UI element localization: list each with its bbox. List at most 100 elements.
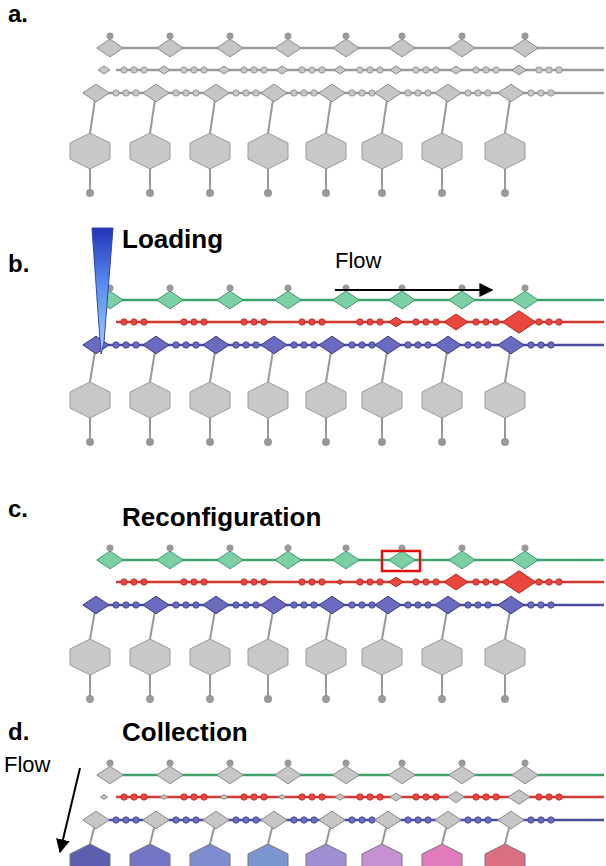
bead bbox=[405, 342, 411, 348]
bead bbox=[483, 579, 489, 585]
stem bbox=[89, 418, 91, 440]
bead bbox=[473, 579, 479, 585]
flow-arrow bbox=[335, 289, 492, 291]
subunit-diamond bbox=[83, 336, 109, 354]
stem bbox=[504, 169, 506, 191]
flow-label: Flow bbox=[4, 752, 50, 777]
bead bbox=[241, 319, 247, 325]
subunit-diamond bbox=[333, 39, 359, 57]
particle-hexagon bbox=[485, 844, 525, 866]
subunit-diamond bbox=[389, 577, 403, 587]
bead bbox=[301, 90, 307, 96]
bead bbox=[415, 342, 421, 348]
subunit-diamond bbox=[203, 84, 229, 102]
bead bbox=[131, 794, 137, 800]
stem bbox=[441, 169, 443, 191]
end-dot bbox=[501, 438, 509, 446]
bead bbox=[243, 602, 249, 608]
particle-hexagon bbox=[130, 639, 170, 675]
subunit-diamond bbox=[203, 811, 229, 829]
bead bbox=[485, 342, 491, 348]
bead bbox=[475, 90, 481, 96]
bead bbox=[233, 602, 239, 608]
bead bbox=[536, 67, 542, 73]
bead bbox=[528, 602, 534, 608]
bead bbox=[243, 90, 249, 96]
subunit-diamond bbox=[502, 571, 536, 593]
particle-hexagon bbox=[130, 133, 170, 169]
bead bbox=[433, 319, 439, 325]
subunit-diamond bbox=[157, 39, 183, 57]
bead bbox=[413, 319, 419, 325]
stem bbox=[149, 675, 151, 697]
bead bbox=[183, 90, 189, 96]
particle-hexagon bbox=[130, 844, 170, 866]
bead bbox=[291, 602, 297, 608]
bead bbox=[113, 817, 119, 823]
bead bbox=[241, 794, 247, 800]
bead bbox=[173, 90, 179, 96]
stem bbox=[504, 418, 506, 440]
stem bbox=[325, 418, 327, 440]
subunit-diamond bbox=[449, 291, 475, 309]
stem bbox=[381, 418, 383, 440]
bead bbox=[141, 319, 147, 325]
bead bbox=[556, 67, 562, 73]
bead bbox=[181, 794, 187, 800]
particle-hexagon bbox=[362, 639, 402, 675]
bead bbox=[546, 794, 552, 800]
stem bbox=[209, 169, 211, 191]
panel-letter: a. bbox=[8, 0, 28, 28]
end-dot bbox=[107, 545, 114, 552]
bead bbox=[253, 602, 259, 608]
bead bbox=[473, 794, 479, 800]
end-dot bbox=[107, 760, 114, 767]
bead bbox=[405, 602, 411, 608]
bead bbox=[113, 602, 119, 608]
particle-hexagon bbox=[190, 844, 230, 866]
bead bbox=[319, 794, 325, 800]
bead bbox=[133, 817, 139, 823]
bead bbox=[183, 602, 189, 608]
particle-hexagon bbox=[306, 133, 346, 169]
stem bbox=[149, 169, 151, 191]
bead bbox=[201, 319, 207, 325]
bead bbox=[465, 90, 471, 96]
subunit-diamond bbox=[83, 84, 109, 102]
end-dot bbox=[522, 285, 529, 292]
bead bbox=[299, 319, 305, 325]
subunit-diamond bbox=[143, 84, 169, 102]
particle-hexagon bbox=[248, 639, 288, 675]
subunit-diamond bbox=[261, 336, 287, 354]
end-dot bbox=[146, 189, 154, 197]
particle-hexagon bbox=[485, 382, 525, 418]
particle-hexagon bbox=[70, 382, 110, 418]
bead bbox=[201, 67, 207, 73]
particle-hexagon bbox=[190, 639, 230, 675]
bead bbox=[241, 579, 247, 585]
bead bbox=[493, 794, 499, 800]
step-title: Collection bbox=[122, 718, 248, 748]
bead bbox=[546, 319, 552, 325]
bead bbox=[548, 90, 554, 96]
bead bbox=[425, 342, 431, 348]
subunit-diamond bbox=[319, 336, 345, 354]
bead bbox=[261, 319, 267, 325]
bead bbox=[181, 319, 187, 325]
bead bbox=[309, 319, 315, 325]
subunit-diamond bbox=[450, 66, 462, 74]
panel-letter: d. bbox=[8, 718, 29, 746]
bead bbox=[359, 602, 365, 608]
bead bbox=[301, 342, 307, 348]
subunit-diamond bbox=[512, 39, 538, 57]
particle-hexagon bbox=[190, 382, 230, 418]
bead bbox=[548, 342, 554, 348]
bead bbox=[193, 342, 199, 348]
bead bbox=[493, 67, 499, 73]
bead bbox=[359, 342, 365, 348]
bead bbox=[415, 602, 421, 608]
bead bbox=[133, 90, 139, 96]
bead bbox=[556, 794, 562, 800]
end-dot bbox=[227, 285, 234, 292]
bead bbox=[233, 90, 239, 96]
